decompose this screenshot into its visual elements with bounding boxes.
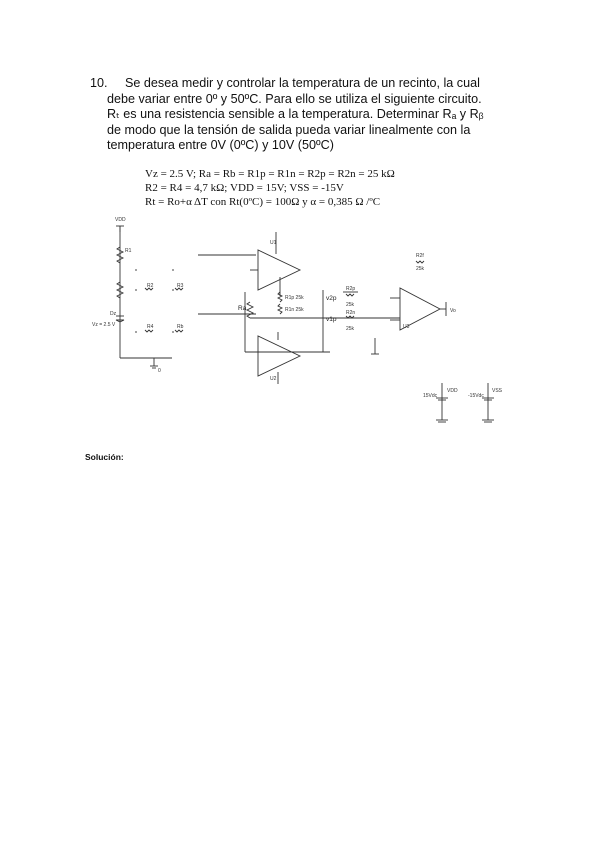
r3-label: R3 — [177, 283, 184, 289]
r2-label: R2 — [147, 283, 154, 289]
u1-label: U1 — [270, 240, 277, 246]
r2p-value: 25k — [346, 302, 355, 308]
problem-line-5: temperatura entre 0V (0ºC) y 10V (50ºC) — [107, 138, 334, 152]
problem-line-1: Se desea medir y controlar la temperatur… — [125, 76, 480, 90]
ground-label: 0 — [158, 368, 161, 374]
r2p-label: R2p — [346, 286, 355, 292]
vz-label: Vz = 2.5 V — [92, 322, 116, 328]
vdd-source-value: 15Vdc — [423, 393, 438, 399]
r2f-label: R2f — [416, 253, 424, 259]
vdd-source-label: VDD — [447, 388, 458, 394]
ra-label: Ra — [238, 305, 247, 312]
problem-number: 10. — [90, 76, 108, 90]
dz-label: Dz — [110, 311, 117, 317]
parameter-line-2: R2 = R4 = 4,7 kΩ; VDD = 15V; VSS = -15V — [145, 182, 344, 194]
r1n-label: R1n 25k — [285, 307, 304, 313]
r2f-value: 25k — [416, 266, 425, 272]
vss-source-label: VSS — [492, 388, 503, 394]
parameter-block: Vz = 2.5 V; Ra = Rb = R1p = R1n = R2p = … — [145, 167, 395, 209]
solution-label: Solución: — [85, 452, 124, 462]
v1p-label: v1p — [326, 316, 337, 323]
u3-label: U3 — [403, 324, 410, 330]
r2n-value: 25k — [346, 326, 355, 332]
r1p-label: R1p 25k — [285, 295, 304, 301]
vo-label: Vo — [450, 308, 456, 314]
parameter-line-1: Vz = 2.5 V; Ra = Rb = R1p = R1n = R2p = … — [145, 168, 395, 180]
circuit-schematic: VDD R1 R2 R3 R4 Rb Dz Vz = 2.5 V Ra U1 U… — [92, 217, 503, 423]
vdd-label: VDD — [115, 217, 126, 223]
v2p-label: v2p — [326, 295, 337, 302]
parameter-line-3: Rt = Ro+α ΔT con Rt(0ºC) = 100Ω y α = 0,… — [145, 196, 381, 208]
problem-line-3: Rₜ es una resistencia sensible a la temp… — [107, 107, 484, 121]
problem-line-4: de modo que la tensión de salida pueda v… — [107, 122, 471, 137]
u2-label: U2 — [270, 376, 277, 382]
problem-statement: 10. Se desea medir y controlar la temper… — [90, 76, 530, 154]
r1-label: R1 — [125, 248, 132, 254]
r2n-label: R2n — [346, 310, 355, 316]
rb-label: Rb — [177, 324, 184, 330]
problem-line-2: debe variar entre 0º y 50ºC. Para ello s… — [107, 91, 482, 106]
vss-source-value: -15Vdc — [468, 393, 484, 399]
r4-label: R4 — [147, 324, 154, 330]
